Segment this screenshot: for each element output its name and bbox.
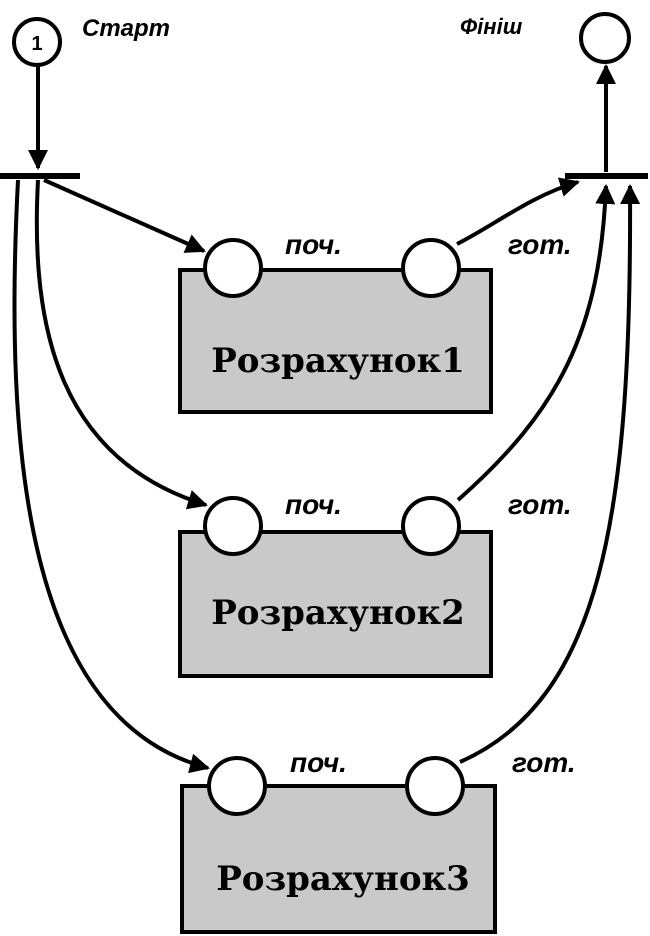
task-2-box [178,530,493,678]
task-1-done-place [401,238,461,298]
task-1-name: Розрахунок1 [211,341,465,381]
finish-place [579,12,631,64]
start-token: 1 [31,33,42,55]
arc-task3-to-join [459,184,641,764]
task-2-begin-label: поч. [285,489,342,520]
task-2-done-label: гот. [508,489,572,520]
task-1-done-label: гот. [508,229,572,260]
task-3-begin-place [207,756,267,816]
arc-fork-to-task1 [43,178,206,253]
task-1-begin-label: поч. [285,229,342,260]
arc-fork-to-task2 [34,179,208,510]
task-2-name: Розрахунок2 [211,593,465,633]
start-label: Старт [82,15,170,42]
finish-label: Фініш [460,14,523,39]
task-2-done-place [401,496,461,556]
arc-task2-to-join [456,184,616,502]
arc-fork-to-task3 [12,179,210,774]
task-2: поч. гот. Розрахунок2 [178,489,572,678]
task-3: поч. гот. Розрахунок3 [180,747,576,934]
task-1-begin-place [203,238,263,298]
task-3-begin-label: поч. [290,747,347,778]
start-place [12,17,62,67]
task-3-name: Розрахунок3 [216,859,470,899]
task-2-begin-place [203,496,263,556]
task-1: поч. гот. Розрахунок1 [178,229,572,414]
task-3-done-label: гот. [512,747,576,778]
task-3-done-place [405,756,465,816]
arc-task1-to-join [456,177,580,246]
